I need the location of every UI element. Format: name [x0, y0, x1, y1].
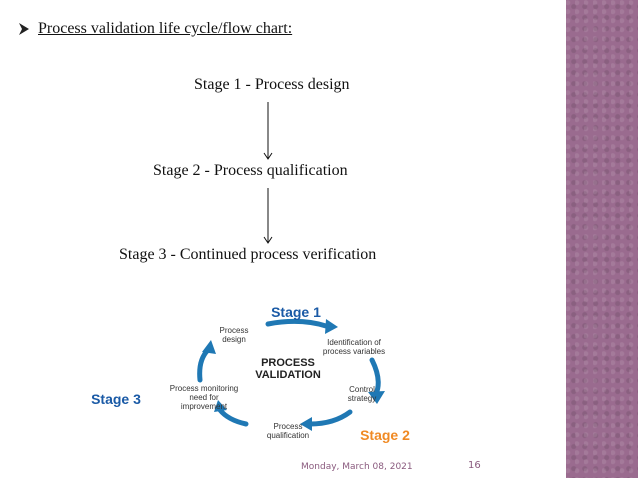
cycle-arrow-bottom-left: [217, 407, 249, 427]
center-label-line2: VALIDATION: [255, 369, 321, 381]
cycle-arrow-bottom-right: [307, 409, 353, 427]
node-qualification-2: qualification: [267, 431, 309, 440]
arrowhead-left: [202, 340, 216, 354]
node-monitoring-2: need for: [189, 393, 219, 402]
stage-3-text: Stage 3 - Continued process verification: [119, 246, 377, 263]
arrowhead-right: [368, 391, 385, 404]
stage-2-badge: Stage 2: [360, 427, 410, 443]
down-arrow-icon: [263, 188, 273, 244]
node-qualification-1: Process: [274, 422, 303, 431]
arrowhead-top: [325, 319, 338, 334]
arrowhead-bottom-left: [214, 400, 227, 412]
page-number: 16: [468, 460, 481, 471]
stage-1-badge: Stage 1: [271, 304, 321, 320]
slide-heading: Process validation life cycle/flow chart…: [38, 20, 293, 37]
node-identification-2: process variables: [323, 347, 385, 356]
stage-1-text: Stage 1 - Process design: [194, 76, 350, 93]
footer-date: Monday, March 08, 2021: [301, 462, 413, 472]
decorative-sidebar: [566, 0, 638, 478]
arrowhead-bottom-right: [300, 417, 312, 431]
stage-2-text: Stage 2 - Process qualification: [153, 162, 348, 179]
cycle-arrow-left: [197, 347, 211, 383]
node-process-design-1: Process: [220, 326, 249, 335]
node-process-design-2: design: [222, 335, 246, 344]
cycle-arrow-top: [265, 318, 329, 329]
down-arrow-icon: [263, 102, 273, 160]
node-control-2: strategy: [348, 394, 376, 403]
stage-3-badge: Stage 3: [91, 391, 141, 407]
center-label-line1: PROCESS: [261, 357, 315, 369]
arrow-bullet-icon: [19, 23, 29, 35]
node-monitoring-3: improvement: [181, 402, 228, 411]
node-control-1: Control: [349, 385, 375, 394]
node-identification-1: Identification of: [327, 338, 382, 347]
node-monitoring-1: Process monitoring: [170, 384, 238, 393]
heading-row: Process validation life cycle/flow chart…: [18, 20, 292, 38]
